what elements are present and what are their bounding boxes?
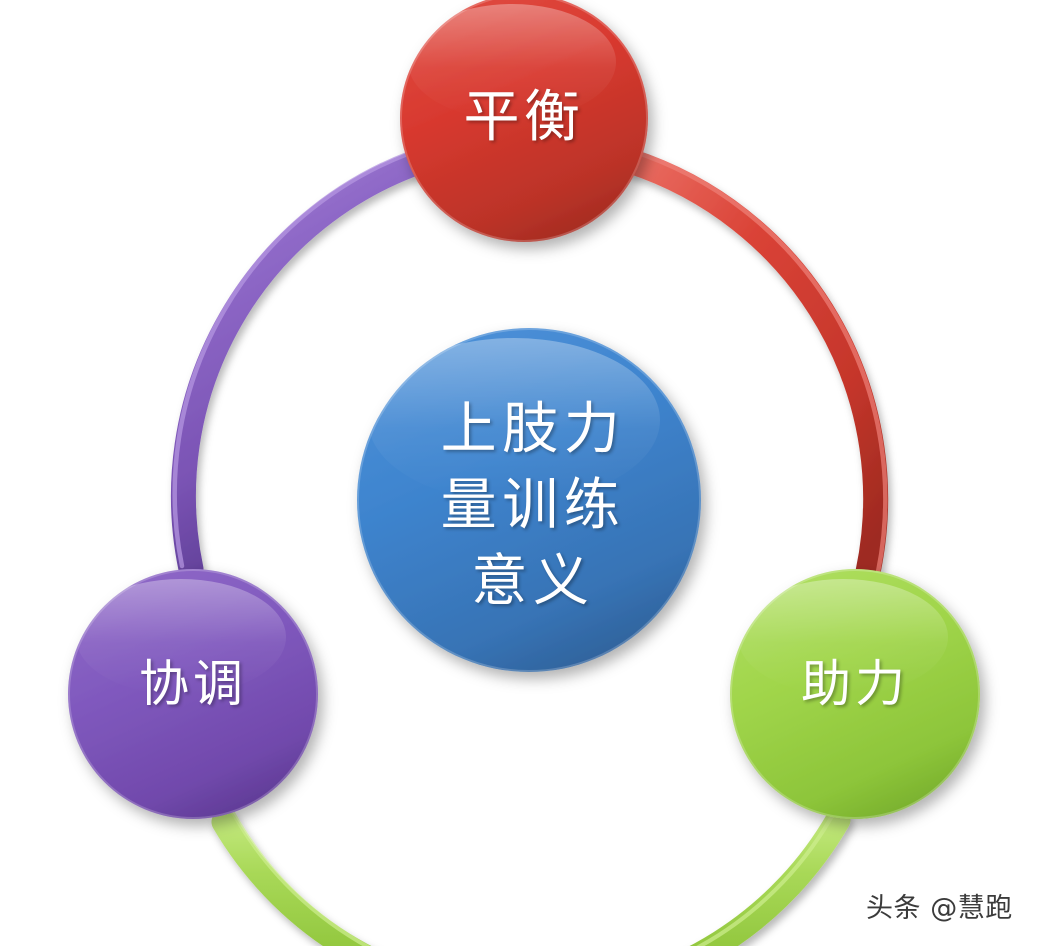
arc-red [617,147,889,585]
center-node[interactable] [357,328,701,672]
arc-green [211,807,851,946]
node-assist[interactable] [730,569,980,819]
watermark: 头条 @慧跑 [866,893,1013,924]
ring-arcs [170,145,889,946]
node-balance[interactable] [400,0,648,242]
node-coordination[interactable] [68,569,318,819]
arc-purple [170,145,440,582]
